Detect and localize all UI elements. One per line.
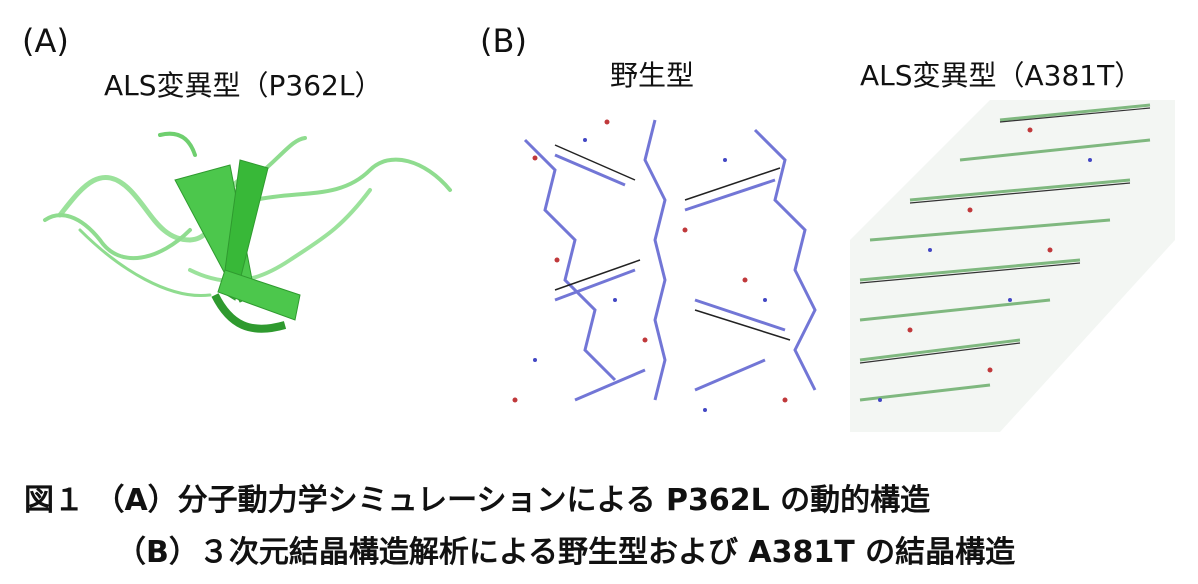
panel-b-wildtype-title: 野生型	[610, 59, 695, 92]
figure-number: 図１	[24, 483, 84, 518]
figure-caption-line2: （B）３次元結晶構造解析による野生型および A381T の結晶構造	[116, 527, 1015, 571]
wildtype-crystal-image	[495, 100, 833, 432]
panel-b-mutant-title: ALS変異型（A381T）	[860, 59, 1143, 92]
panel-a-title: ALS変異型（P362L）	[104, 69, 383, 102]
panel-a-label: (A)	[22, 22, 69, 60]
caption-a-text: （A）分子動力学シミュレーションによる P362L の動的構造	[94, 483, 931, 518]
mutant-crystal-image	[850, 100, 1175, 432]
panel-b-label: (B)	[480, 22, 527, 60]
caption-b-text: （B）３次元結晶構造解析による野生型および A381T の結晶構造	[116, 535, 1016, 570]
figure-caption-line1: 図１ （A）分子動力学シミュレーションによる P362L の動的構造	[24, 475, 930, 519]
protein-ribbon-image	[40, 120, 470, 350]
